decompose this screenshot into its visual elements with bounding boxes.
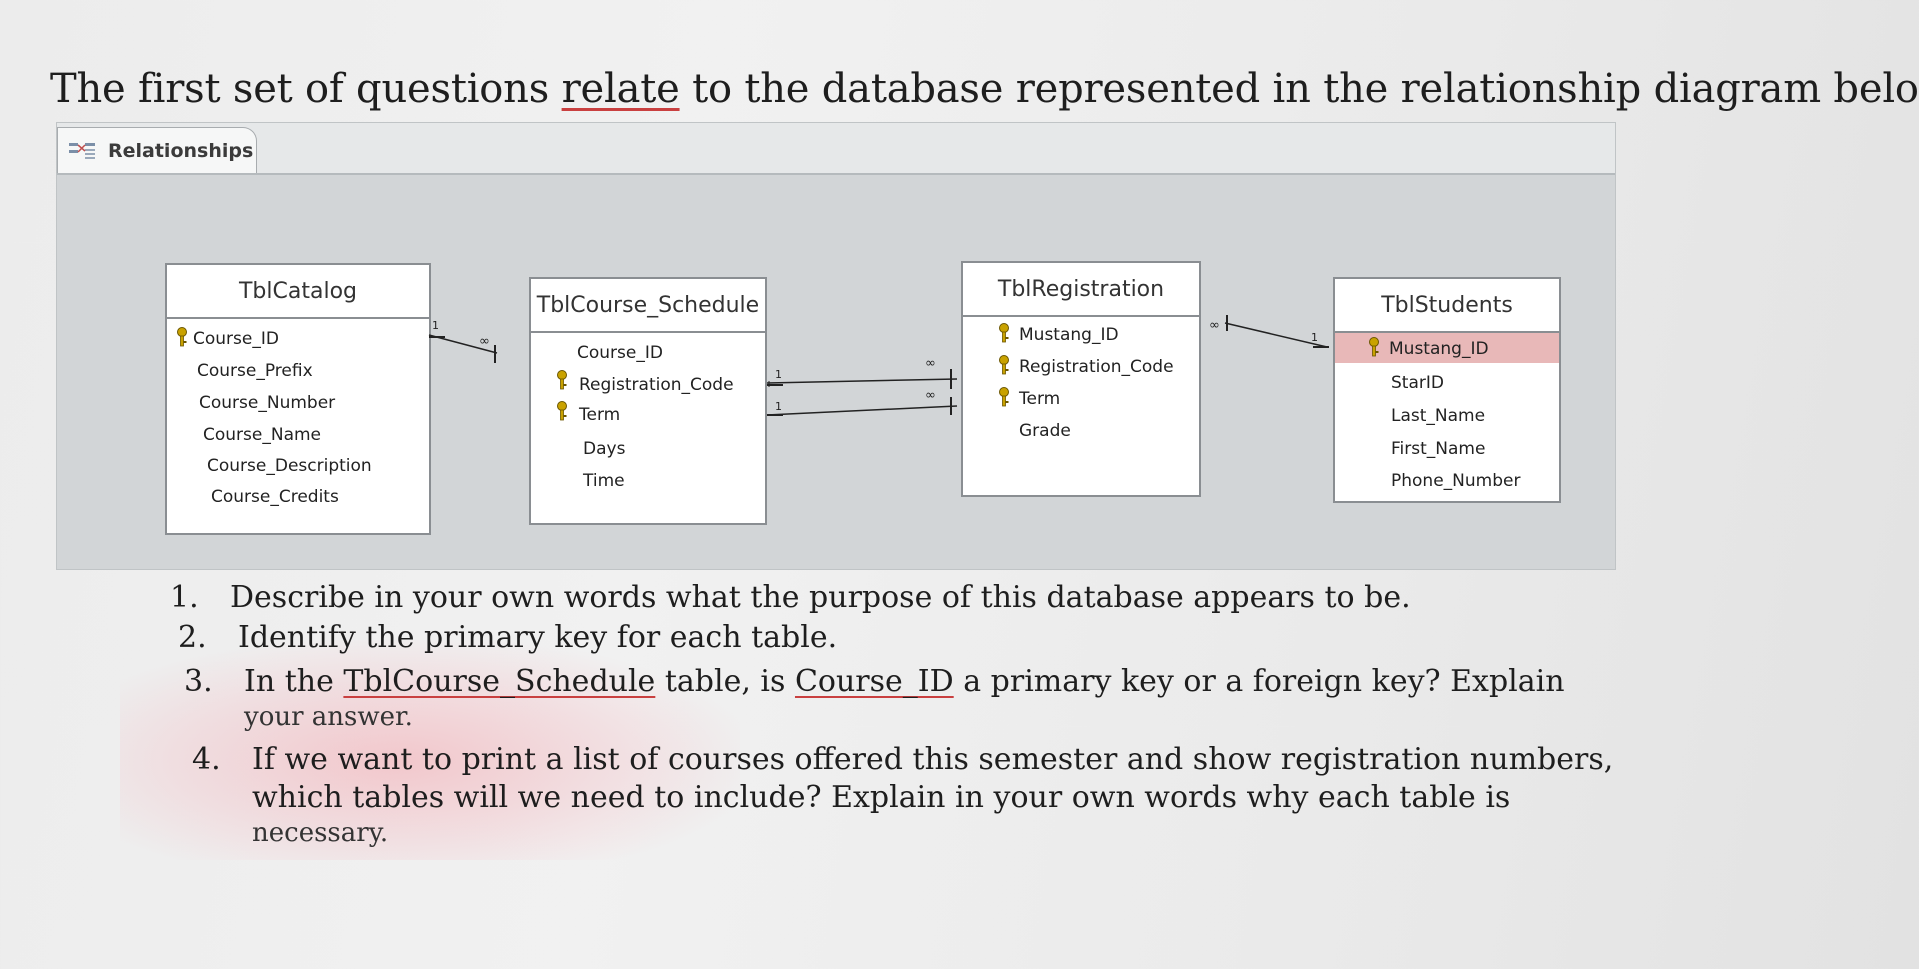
q3-field-name: Course_ID: [794, 664, 954, 699]
one-label: 1: [775, 368, 782, 381]
table-tblregistration[interactable]: TblRegistration Mustang_ID Registration_…: [961, 261, 1201, 497]
one-label: 1: [775, 400, 782, 413]
page-heading: The first set of questions relate to the…: [50, 66, 1919, 112]
table-title: TblCatalog: [167, 265, 429, 319]
field-course-description[interactable]: Course_Description: [207, 456, 372, 476]
field-course-id[interactable]: Course_ID: [577, 343, 663, 363]
question-number: 2.: [178, 620, 207, 655]
q3-text-c: table, is: [655, 664, 795, 699]
q3-table-name: TblCourse_Schedule: [343, 664, 656, 699]
field-mustang-id[interactable]: Mustang_ID: [1019, 325, 1119, 345]
q3-text-a: In the: [244, 664, 344, 699]
relationships-window: Relationships TblCatalog Course_ID Cours…: [56, 122, 1616, 570]
tab-label: Relationships: [108, 139, 254, 162]
primary-key-icon: [999, 355, 1009, 375]
table-title: TblStudents: [1335, 279, 1559, 333]
question-text: In the TblCourse_Schedule table, is Cour…: [244, 664, 1565, 699]
many-label: ∞: [925, 388, 936, 403]
field-last-name[interactable]: Last_Name: [1391, 406, 1486, 426]
field-course-prefix[interactable]: Course_Prefix: [197, 361, 313, 381]
field-starid[interactable]: StarID: [1391, 373, 1444, 393]
one-label: 1: [1311, 331, 1318, 344]
document-tab-bar: Relationships: [57, 123, 1615, 175]
primary-key-icon: [557, 370, 567, 390]
field-mustang-id[interactable]: Mustang_ID: [1389, 339, 1489, 359]
field-course-id[interactable]: Course_ID: [193, 329, 279, 349]
question-number: 1.: [170, 580, 199, 615]
relationships-icon: [69, 142, 95, 159]
relationship-catalog-schedule[interactable]: 1 ∞: [428, 319, 498, 363]
question-text: your answer.: [244, 702, 413, 732]
table-title: TblCourse_Schedule: [531, 279, 765, 333]
relationship-schedule-registration-code[interactable]: 1 ∞: [766, 356, 958, 389]
field-days[interactable]: Days: [583, 439, 626, 459]
field-registration-code[interactable]: Registration_Code: [1019, 357, 1174, 377]
many-label: ∞: [1209, 318, 1220, 333]
q3-text-e: a primary key or a foreign key? Explain: [953, 664, 1565, 699]
field-phone-number[interactable]: Phone_Number: [1391, 471, 1521, 491]
field-term[interactable]: Term: [1019, 389, 1061, 409]
field-registration-code[interactable]: Registration_Code: [579, 375, 734, 395]
primary-key-icon: [557, 401, 567, 421]
field-first-name[interactable]: First_Name: [1391, 439, 1486, 459]
heading-underlined-word: relate: [561, 66, 680, 112]
question-number: 3.: [184, 664, 213, 699]
field-course-name[interactable]: Course_Name: [203, 425, 322, 445]
relationship-schedule-term[interactable]: 1 ∞: [766, 388, 958, 416]
heading-text-after: to the database represented in the relat…: [679, 66, 1919, 112]
field-grade[interactable]: Grade: [1019, 421, 1071, 441]
table-tblcourse-schedule[interactable]: TblCourse_Schedule Course_ID Registratio…: [529, 277, 767, 525]
field-course-number[interactable]: Course_Number: [199, 393, 336, 413]
primary-key-icon: [999, 387, 1009, 407]
question-text: Describe in your own words what the purp…: [230, 580, 1411, 615]
table-title: TblRegistration: [963, 263, 1199, 317]
heading-text-before: The first set of questions: [50, 66, 562, 112]
field-course-credits[interactable]: Course_Credits: [211, 487, 339, 507]
question-text: necessary.: [252, 818, 389, 848]
field-time[interactable]: Time: [583, 471, 625, 491]
primary-key-icon: [177, 327, 187, 347]
question-text: Identify the primary key for each table.: [238, 620, 838, 655]
many-label: ∞: [479, 334, 490, 349]
question-text: If we want to print a list of courses of…: [252, 742, 1614, 777]
question-number: 4.: [192, 742, 221, 777]
table-tblcatalog[interactable]: TblCatalog Course_ID Course_Prefix Cours…: [165, 263, 431, 535]
table-tblstudents[interactable]: TblStudents Mustang_ID StarID Last_Name …: [1333, 277, 1561, 503]
tab-relationships[interactable]: Relationships: [57, 127, 257, 173]
one-label: 1: [432, 319, 439, 332]
relationship-registration-students[interactable]: ∞ 1: [1209, 315, 1329, 348]
primary-key-icon: [999, 323, 1009, 343]
field-term[interactable]: Term: [579, 405, 621, 425]
many-label: ∞: [925, 356, 936, 371]
relationship-lines: 1 ∞ 1 ∞ 1 ∞ ∞ 1: [428, 315, 1329, 416]
question-text: which tables will we need to include? Ex…: [252, 780, 1511, 815]
primary-key-icon: [1369, 337, 1379, 357]
